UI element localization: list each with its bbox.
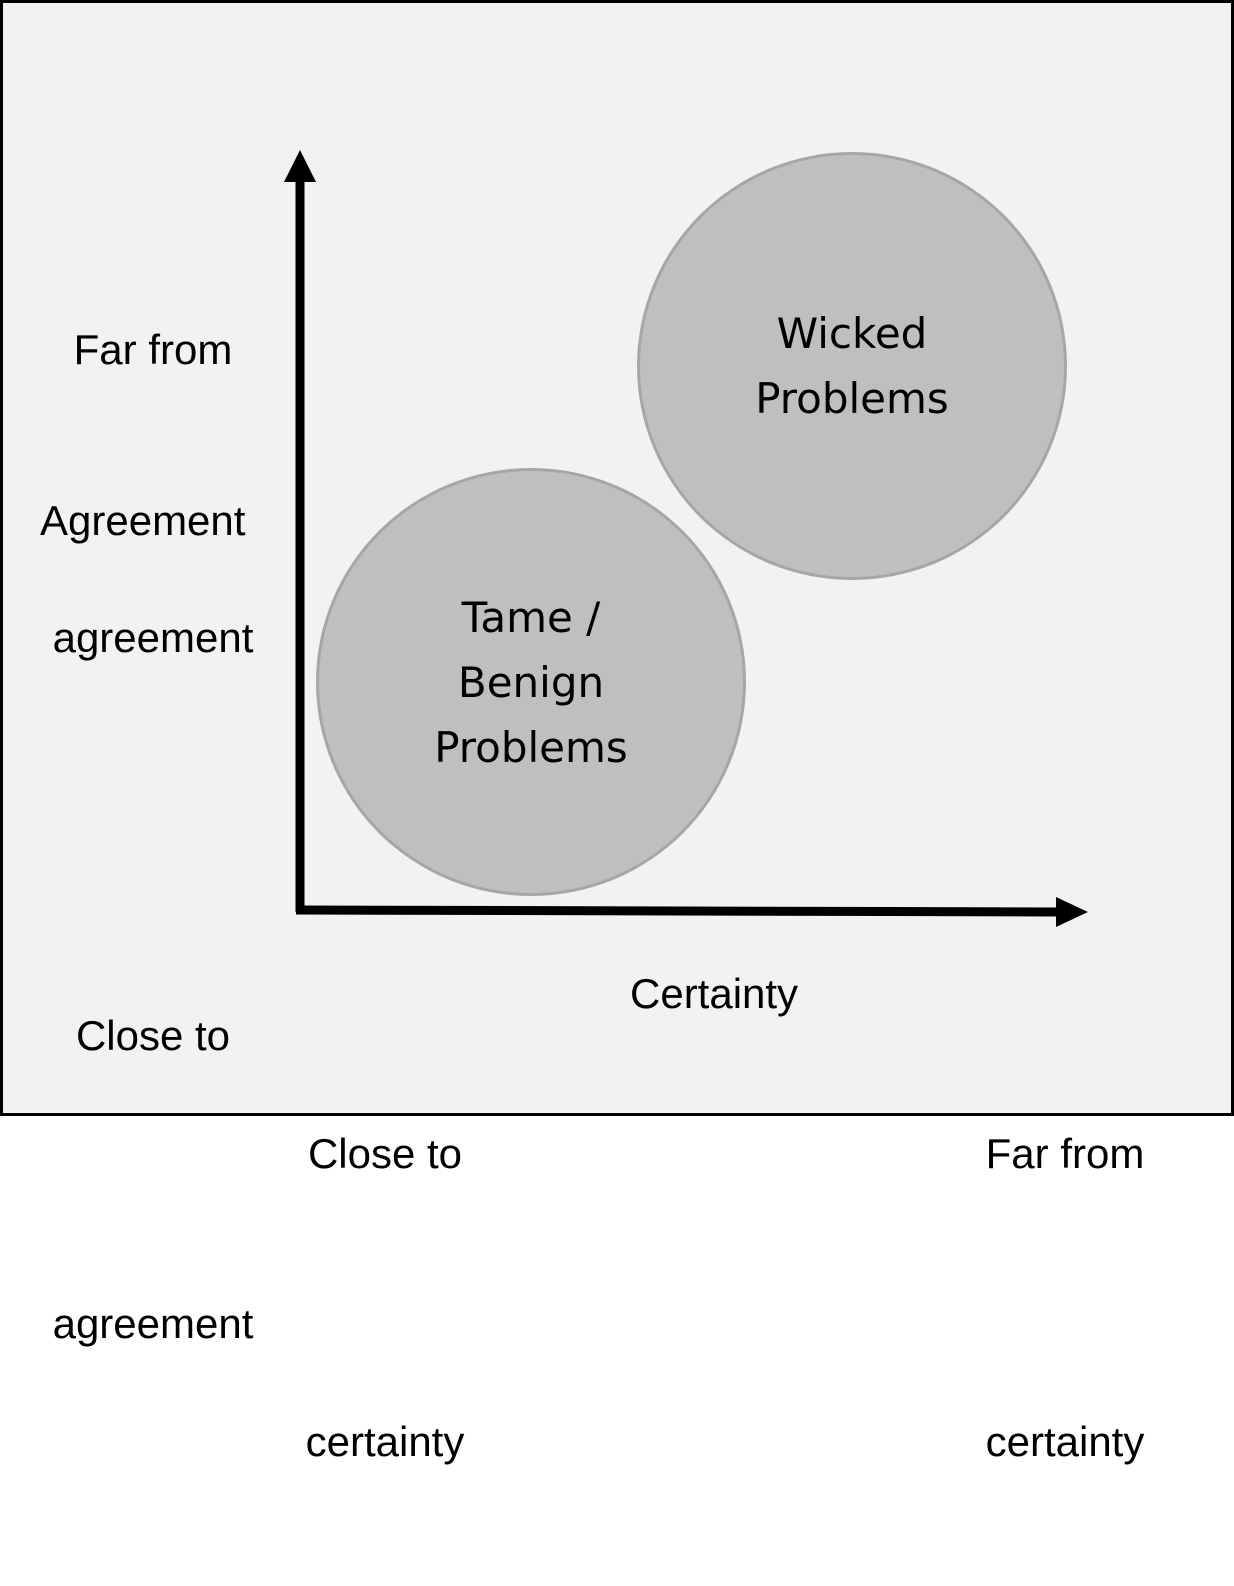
y-axis-bottom-label: Close to agreement xyxy=(40,796,266,1468)
y-axis-arrowhead xyxy=(284,150,316,182)
wicked-problems-label-line-1: Wicked xyxy=(776,309,928,358)
tame-benign-problems-label-line-2: Benign xyxy=(457,657,605,707)
x-axis-right-label-line-2: certainty xyxy=(985,1418,1145,1465)
wicked-problems-circle: Wicked Problems xyxy=(637,152,1067,580)
tame-benign-problems-label-line-3: Problems xyxy=(434,722,628,772)
tame-benign-problems-circle: Tame / Benign Problems xyxy=(316,468,746,896)
x-axis-left-label: Close to certainty xyxy=(296,914,474,1586)
wicked-problems-label-line-2: Problems xyxy=(755,374,949,423)
x-axis-right-label-line-1: Far from xyxy=(985,1130,1145,1177)
y-axis-top-label-line-1: Far from xyxy=(73,326,233,373)
x-axis-right-label: Far from certainty xyxy=(976,914,1154,1586)
y-axis-top-label: Far from agreement xyxy=(40,110,266,782)
x-axis-middle-label: Certainty xyxy=(630,970,799,1017)
y-axis-top-label-line-2: agreement xyxy=(52,614,254,661)
x-axis-arrowhead xyxy=(1056,897,1088,927)
x-axis-line xyxy=(295,905,1059,917)
wicked-problems-label: Wicked Problems xyxy=(755,301,949,431)
tame-benign-problems-label: Tame / Benign Problems xyxy=(434,585,628,780)
x-axis-left-label-line-1: Close to xyxy=(307,1130,463,1177)
y-axis-bottom-label-line-1: Close to xyxy=(75,1012,231,1059)
axes xyxy=(284,150,1088,927)
y-axis-bottom-label-line-2: agreement xyxy=(52,1300,254,1347)
tame-benign-problems-label-line-1: Tame / xyxy=(461,592,601,642)
x-axis-left-label-line-2: certainty xyxy=(305,1418,465,1465)
y-axis-middle-label: Agreement xyxy=(40,497,246,544)
